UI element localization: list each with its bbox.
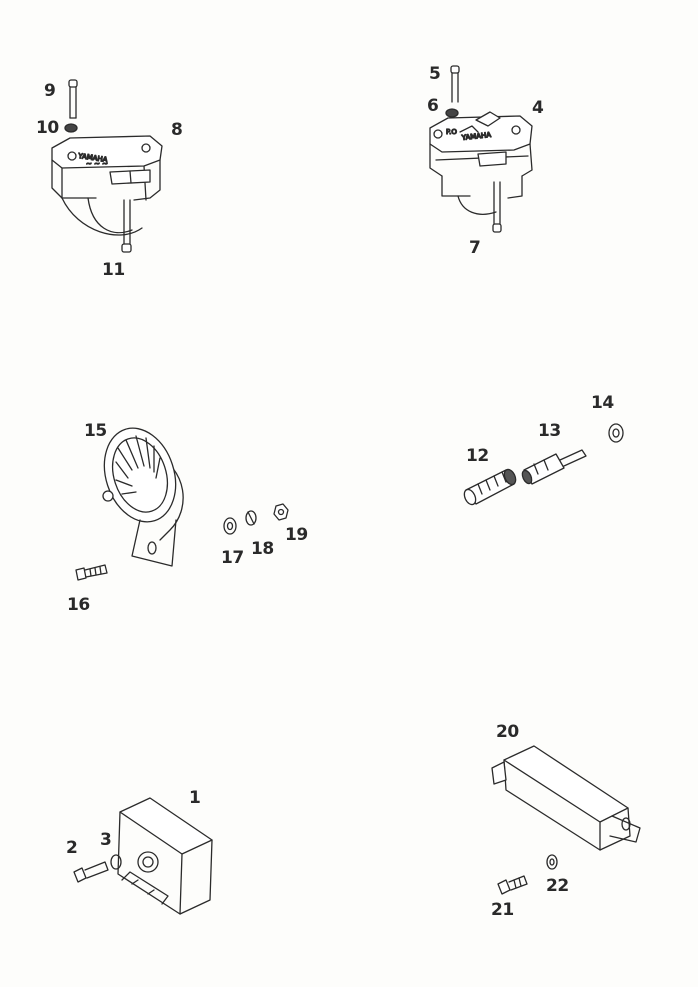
part-number-7: 7 bbox=[469, 238, 481, 258]
part-number-20: 20 bbox=[496, 722, 519, 742]
svg-text:YAMAHA: YAMAHA bbox=[460, 131, 491, 142]
washer-17-drawing bbox=[223, 517, 237, 535]
regulator-1-drawing bbox=[117, 797, 213, 915]
part-number-21: 21 bbox=[491, 900, 514, 920]
svg-text:~ ~ ~: ~ ~ ~ bbox=[86, 160, 108, 168]
part-number-15: 15 bbox=[84, 421, 107, 441]
part-number-13: 13 bbox=[538, 421, 561, 441]
right-switch-assembly: YAMAHA P.O bbox=[429, 65, 533, 233]
part-number-3: 3 bbox=[100, 830, 112, 850]
part-number-9: 9 bbox=[44, 81, 56, 101]
horn-15-drawing bbox=[102, 427, 184, 567]
part-number-18: 18 bbox=[251, 539, 274, 559]
part-number-14: 14 bbox=[591, 393, 614, 413]
washer-14-drawing bbox=[608, 423, 624, 443]
screw-7-drawing bbox=[492, 181, 502, 233]
part-12-drawing bbox=[463, 468, 517, 506]
regulator-assembly bbox=[73, 797, 213, 915]
part-number-17: 17 bbox=[221, 548, 244, 568]
svg-text:P.O: P.O bbox=[446, 128, 457, 136]
part-number-5: 5 bbox=[429, 64, 441, 84]
screw-21-drawing bbox=[497, 875, 528, 895]
switch-8-drawing: YAMAHA ~ ~ ~ bbox=[51, 135, 163, 236]
washer-22-drawing bbox=[546, 854, 558, 870]
part-number-10: 10 bbox=[36, 118, 59, 138]
screw-5-drawing bbox=[450, 65, 460, 103]
left-switch-assembly: YAMAHA ~ ~ ~ bbox=[51, 79, 163, 253]
screw-9-drawing bbox=[68, 79, 78, 119]
part-13-drawing bbox=[521, 449, 587, 485]
part-number-19: 19 bbox=[285, 525, 308, 545]
part-number-2: 2 bbox=[66, 838, 78, 858]
part-number-22: 22 bbox=[546, 876, 569, 896]
part-number-6: 6 bbox=[427, 96, 439, 116]
part-number-16: 16 bbox=[67, 595, 90, 615]
part-number-11: 11 bbox=[102, 260, 125, 280]
part-number-4: 4 bbox=[532, 98, 544, 118]
part-number-1: 1 bbox=[189, 788, 201, 808]
bolt-16-drawing bbox=[75, 564, 108, 581]
screw-2-drawing bbox=[73, 861, 109, 883]
washer-3-drawing bbox=[110, 854, 122, 870]
relay-assembly bbox=[491, 745, 641, 895]
lockwasher-18-drawing bbox=[245, 510, 257, 526]
switch-4-drawing: YAMAHA P.O bbox=[429, 111, 533, 215]
washer-6-drawing bbox=[445, 108, 459, 118]
part-number-8: 8 bbox=[171, 120, 183, 140]
relay-20-drawing bbox=[491, 745, 641, 851]
connector-assembly bbox=[463, 423, 624, 506]
nut-19-drawing bbox=[273, 503, 289, 521]
screw-11-drawing bbox=[121, 199, 132, 253]
horn-assembly bbox=[75, 427, 289, 581]
washer-10-drawing bbox=[64, 123, 78, 133]
part-number-12: 12 bbox=[466, 446, 489, 466]
